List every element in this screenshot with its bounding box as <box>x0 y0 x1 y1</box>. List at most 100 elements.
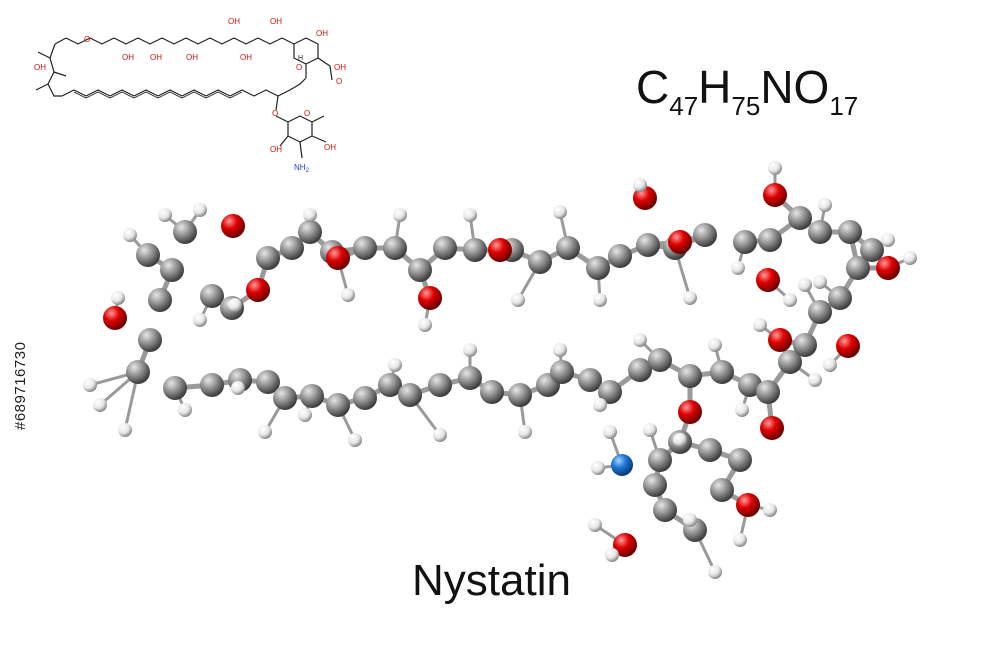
carbon-atom <box>710 478 734 502</box>
hydrogen-atom <box>418 318 432 332</box>
hydrogen-atom <box>753 318 767 332</box>
molecular-formula: C47H75NO17 <box>636 60 858 122</box>
hydrogen-atom <box>193 313 207 327</box>
carbon-atom <box>636 233 660 257</box>
carbon-atom <box>458 366 482 390</box>
carbon-atom <box>693 223 717 247</box>
label-oh-7: OH <box>316 29 328 38</box>
carbon-atom <box>428 373 452 397</box>
skeletal-nitrogen-label: NH2 <box>294 163 310 174</box>
carbon-atom <box>256 246 280 270</box>
hydrogen-atom <box>123 228 137 242</box>
hydrogen-atom <box>818 198 832 212</box>
carbon-atom <box>383 236 407 260</box>
carbon-atom <box>598 380 622 404</box>
carbon-atom <box>298 220 322 244</box>
hydrogen-atom <box>463 343 477 357</box>
hydrogen-atom <box>511 293 525 307</box>
label-o-ester: O <box>84 35 90 44</box>
skeletal-h-label: H <box>298 55 303 62</box>
hydrogen-atom <box>603 425 617 439</box>
hydrogen-atom <box>553 205 567 219</box>
compound-name: Nystatin <box>412 556 571 605</box>
hydrogen-atom <box>463 208 477 222</box>
label-oh-8: OH <box>334 63 346 72</box>
hydrogen-atom <box>298 408 312 422</box>
carbon-atom <box>643 473 667 497</box>
hydrogen-atom <box>768 161 782 175</box>
carbon-atom <box>846 256 870 280</box>
label-o-sugar: O <box>304 109 310 118</box>
carbon-atom <box>808 300 832 324</box>
hydrogen-atom <box>783 293 797 307</box>
carbon-atom <box>778 350 802 374</box>
label-oh-1: OH <box>122 53 134 62</box>
carbon-atom <box>678 364 702 388</box>
carbon-atom <box>578 368 602 392</box>
hydrogen-atom <box>813 275 827 289</box>
hydrogen-atom <box>733 533 747 547</box>
carbon-atom <box>710 360 734 384</box>
oxygen-atom <box>678 400 702 424</box>
carbon-atom <box>173 220 197 244</box>
hydrogen-atom <box>178 403 192 417</box>
hydrogen-atom <box>683 513 697 527</box>
carbon-atom <box>163 376 187 400</box>
carbon-atom <box>126 360 150 384</box>
carbon-atom <box>828 286 852 310</box>
label-oh-2: OH <box>150 53 162 62</box>
carbon-atom <box>628 358 652 382</box>
label-o-ring: O <box>296 63 302 72</box>
label-nh2: NH2 <box>294 163 310 174</box>
hydrogen-atom <box>808 373 822 387</box>
skeletal-formula: O OH OH OH OH OH OH O OH OH O OH O O OH … <box>34 17 346 174</box>
label-o-glycosidic: O <box>272 109 278 118</box>
carbon-atom <box>136 243 160 267</box>
carbon-atom <box>733 230 757 254</box>
formula-element-1: H <box>698 61 732 113</box>
carbon-atom <box>756 380 780 404</box>
carbon-atom <box>838 220 862 244</box>
hydrogen-atom <box>393 208 407 222</box>
oxygen-atom <box>736 493 760 517</box>
formula-element-0: C <box>636 61 670 113</box>
hydrogen-atom <box>673 433 687 447</box>
carbon-atom <box>728 448 752 472</box>
hydrogen-atom <box>798 278 812 292</box>
stock-id: #689716730 <box>12 341 29 430</box>
carbon-atom <box>528 250 552 274</box>
carbon-atom <box>788 206 812 230</box>
carbon-atom <box>398 383 422 407</box>
oxygen-atom <box>876 256 900 280</box>
carbon-atom <box>200 373 224 397</box>
hydrogen-atom <box>258 425 272 439</box>
hydrogen-atom <box>93 398 107 412</box>
formula-count-3: 17 <box>829 91 859 121</box>
hydrogen-atom <box>881 233 895 247</box>
hydrogen-atom <box>605 548 619 562</box>
hydrogen-atom <box>708 338 722 352</box>
label-oh-11: OH <box>324 143 336 152</box>
carbon-atom <box>160 258 184 282</box>
oxygen-atom <box>326 246 350 270</box>
hydrogen-atom <box>111 291 125 305</box>
carbon-atom <box>698 438 722 462</box>
oxygen-atom <box>763 183 787 207</box>
oxygen-atom <box>756 268 780 292</box>
carbon-atom <box>138 328 162 352</box>
carbon-atom <box>463 238 487 262</box>
hydrogen-atom <box>903 251 917 265</box>
label-oh-5: OH <box>240 53 252 62</box>
hydrogen-atom <box>348 433 362 447</box>
hydrogen-atom <box>763 503 777 517</box>
carbon-atom <box>256 370 280 394</box>
hydrogen-atom <box>231 381 245 395</box>
hydrogen-atom <box>158 208 172 222</box>
hydrogen-atom <box>83 378 97 392</box>
hydrogen-atom <box>341 288 355 302</box>
label-h: H <box>298 55 303 62</box>
carbon-atom <box>433 236 457 260</box>
carbon-atom <box>556 236 580 260</box>
hydrogen-atom <box>708 565 722 579</box>
carbon-atom <box>508 383 532 407</box>
